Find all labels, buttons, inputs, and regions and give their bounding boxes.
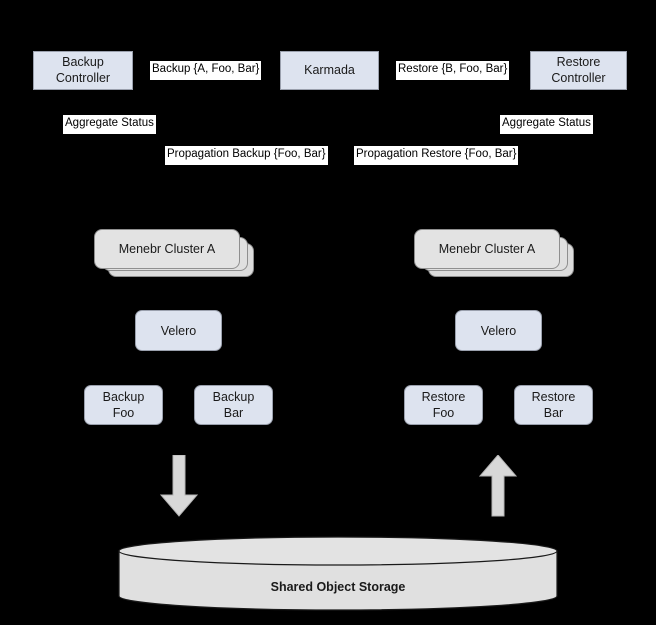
shared-object-storage-cylinder[interactable]: Shared Object Storage xyxy=(118,536,558,614)
left-velero-node[interactable]: Velero xyxy=(135,310,222,351)
right-resource-restore-bar[interactable]: Restore Bar xyxy=(514,385,593,425)
right-cluster-label: Menebr Cluster A xyxy=(438,242,536,256)
edge-label-propagation-restore: Propagation Restore {Foo, Bar} xyxy=(354,146,519,165)
cluster-card-front: Menebr Cluster A xyxy=(414,229,560,269)
edge-label-aggregate-status-left: Aggregate Status xyxy=(63,115,156,134)
left-resource-backup-foo[interactable]: Backup Foo xyxy=(84,385,163,425)
right-velero-node[interactable]: Velero xyxy=(455,310,542,351)
edge-label-restore-resource: Restore {B, Foo, Bar} xyxy=(396,61,510,80)
left-member-cluster-stack[interactable]: Menebr Cluster A xyxy=(94,229,254,277)
right-resource-restore-foo[interactable]: Restore Foo xyxy=(404,385,483,425)
cluster-card-front: Menebr Cluster A xyxy=(94,229,240,269)
edge-label-propagation-backup: Propagation Backup {Foo, Bar} xyxy=(165,146,328,165)
edge-label-backup-resource: Backup {A, Foo, Bar} xyxy=(150,61,262,80)
backup-upload-arrow-down-icon xyxy=(160,455,198,517)
backup-controller-node[interactable]: Backup Controller xyxy=(33,51,133,90)
shared-object-storage-label: Shared Object Storage xyxy=(270,580,406,594)
karmada-node[interactable]: Karmada xyxy=(280,51,379,90)
restore-download-arrow-up-icon xyxy=(479,455,517,517)
restore-controller-node[interactable]: Restore Controller xyxy=(530,51,627,90)
edge-label-aggregate-status-right: Aggregate Status xyxy=(500,115,593,134)
left-resource-backup-bar[interactable]: Backup Bar xyxy=(194,385,273,425)
left-cluster-label: Menebr Cluster A xyxy=(118,242,216,256)
right-member-cluster-stack[interactable]: Menebr Cluster A xyxy=(414,229,574,277)
